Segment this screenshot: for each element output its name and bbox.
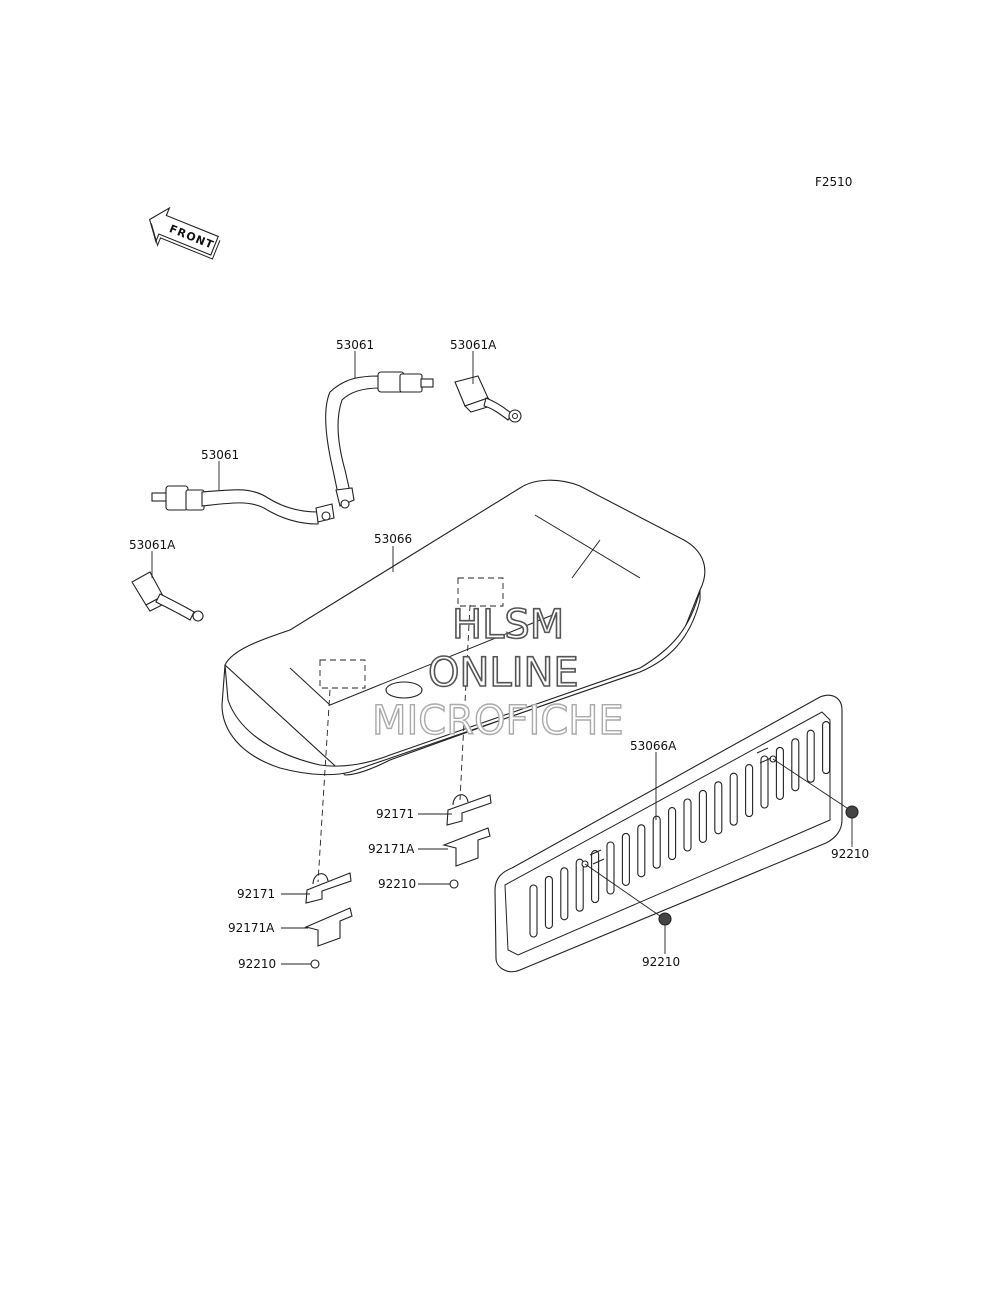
callout-nut-back-center: 92210 [642,955,680,969]
vent-slot [606,841,615,895]
seat-belt-buckle-lower [131,571,204,622]
bracket-center-a [442,827,491,867]
callout-seat-cushion: 53066 [374,532,412,546]
callout-buckle-lower: 53061A [129,538,176,552]
callout-bracket-center-a: 92171A [368,842,415,856]
vent-slot [575,858,584,912]
vent-slot [529,884,538,938]
vent-slot [714,781,723,835]
callout-nut-center: 92210 [378,877,416,891]
callout-bracket-center: 92171 [376,807,414,821]
bracket-left-a [304,907,353,947]
callout-nut-left: 92210 [238,957,276,971]
seat-back-vents [529,721,831,938]
vent-slot [791,738,800,792]
vent-slot [637,824,646,878]
nut-back-right [845,805,859,819]
vent-slot [729,772,738,826]
vent-slot [668,807,677,861]
nut-left [310,959,320,969]
callout-bracket-left: 92171 [237,887,275,901]
vent-slot [560,867,569,921]
vent-slot [544,875,553,929]
diagram-code: F2510 [815,175,852,189]
seat-cushion [221,479,706,776]
watermark-line2: ONLINE [428,650,579,696]
bracket-left [305,872,352,904]
seat-back [494,694,843,973]
nut-back-center [658,912,672,926]
vent-slot [806,729,815,783]
nut-center [449,879,459,889]
bracket-center [446,794,492,826]
callout-seat-back: 53066A [630,739,677,753]
vent-slot [652,815,661,869]
vent-slot [683,798,692,852]
vent-slot [822,721,831,775]
watermark-line3: MICROFICHE [372,698,624,744]
seat-belt-lower [151,485,335,525]
vent-slot [698,789,707,843]
callout-belt-upper: 53061 [336,338,374,352]
callout-belt-lower: 53061 [201,448,239,462]
front-arrow-icon: FRONT [148,206,221,260]
vent-slot [775,746,784,800]
seat-belt-upper [325,371,434,509]
vent-slot [745,764,754,818]
watermark-line1: HLSM [452,602,564,648]
callout-bracket-left-a: 92171A [228,921,275,935]
vent-slot [591,850,600,904]
callout-nut-back-right: 92210 [831,847,869,861]
callout-buckle-upper: 53061A [450,338,497,352]
vent-slot [760,755,769,809]
vent-slot [621,832,630,886]
seat-belt-buckle-upper [454,375,522,423]
